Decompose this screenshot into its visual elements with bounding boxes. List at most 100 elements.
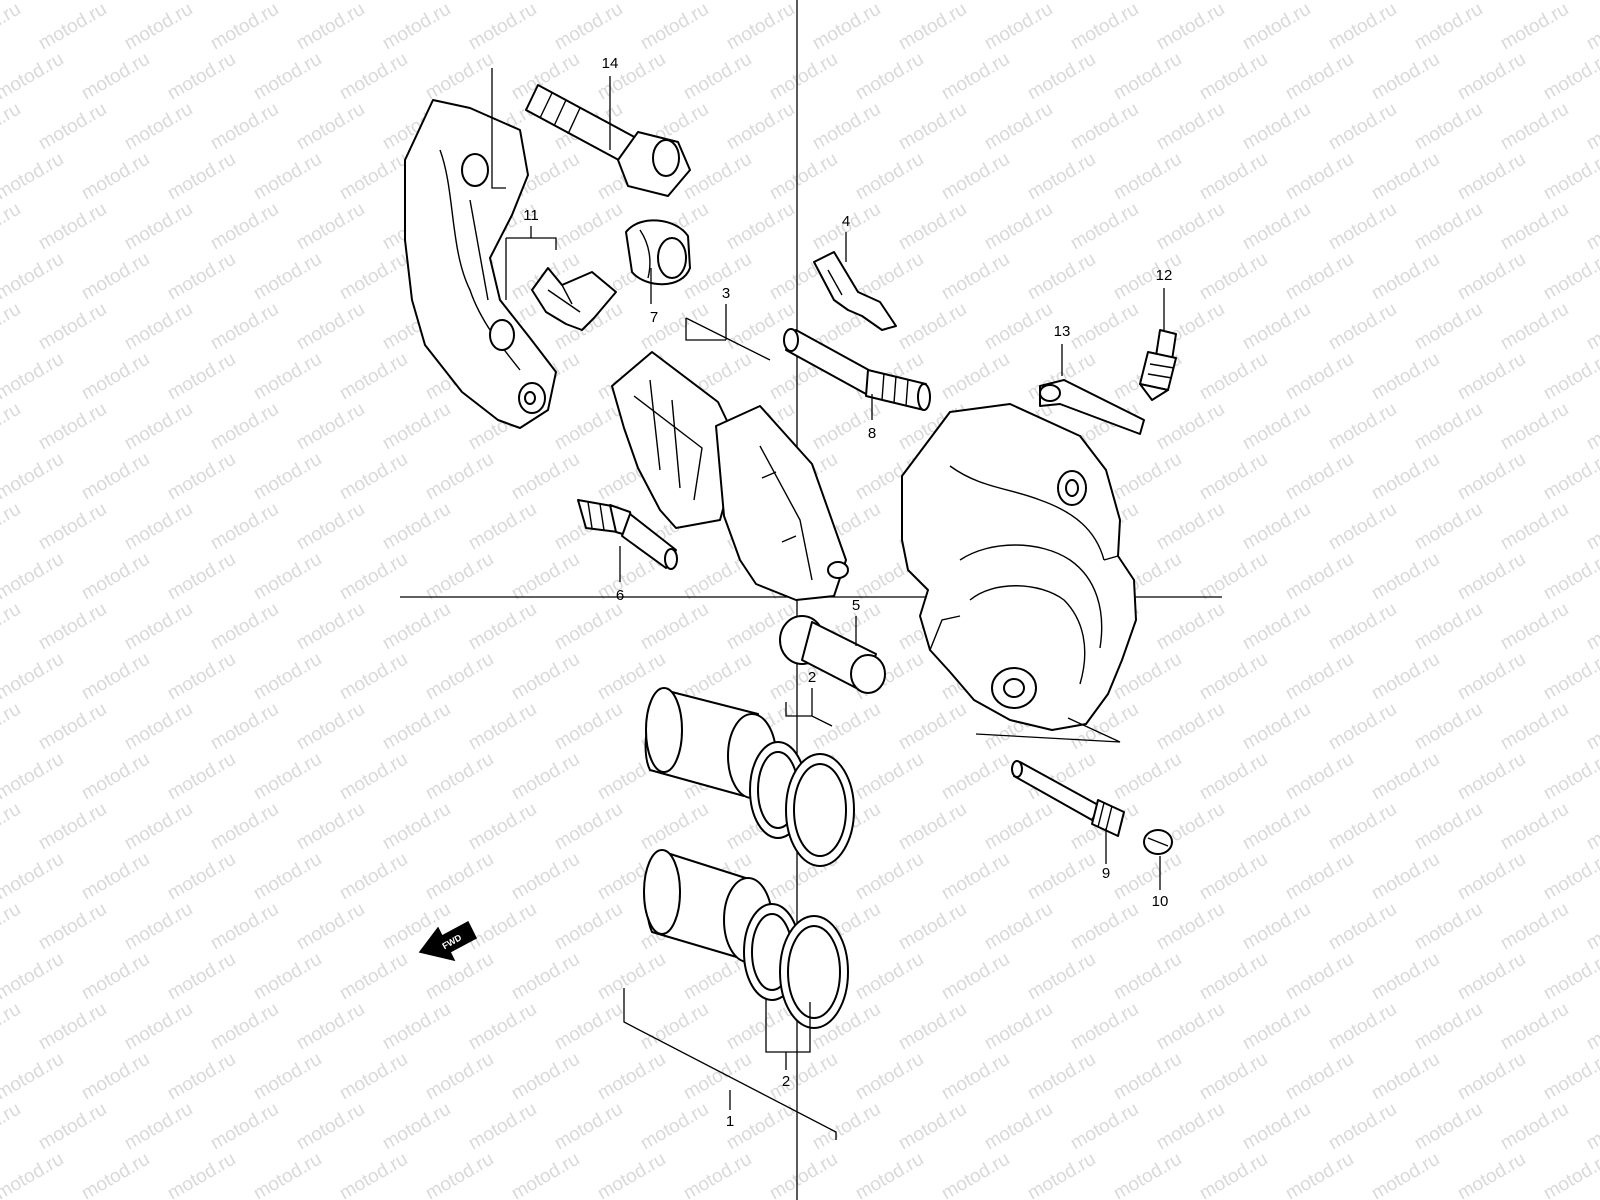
watermark-text: motod.ru	[1282, 249, 1357, 305]
watermark-text: motod.ru	[1024, 49, 1099, 105]
pin-plug	[1143, 829, 1173, 855]
watermark-text: motod.ru	[1024, 1149, 1099, 1200]
watermark-text: motod.ru	[0, 199, 24, 255]
watermark-text: motod.ru	[1282, 149, 1357, 205]
watermark-text: motod.ru	[164, 449, 239, 505]
watermark-text: motod.ru	[1325, 99, 1400, 155]
watermark-text: motod.ru	[1540, 749, 1600, 805]
watermark-text: motod.ru	[1454, 949, 1529, 1005]
watermark-text: motod.ru	[1325, 399, 1400, 455]
watermark-text: motod.ru	[1110, 249, 1185, 305]
watermark-text: motod.ru	[0, 849, 67, 905]
slide-pin-upper	[783, 328, 931, 411]
watermark-text: motod.ru	[1110, 449, 1185, 505]
watermark-text: motod.ru	[637, 799, 712, 855]
watermark-text: motod.ru	[1110, 949, 1185, 1005]
watermark-text: motod.ru	[852, 849, 927, 905]
watermark-text: motod.ru	[164, 249, 239, 305]
watermark-text: motod.ru	[293, 599, 368, 655]
watermark-text: motod.ru	[551, 1099, 626, 1155]
watermark-text: motod.ru	[78, 749, 153, 805]
watermark-text: motod.ru	[121, 799, 196, 855]
watermark-text: motod.ru	[1282, 1049, 1357, 1105]
watermark-text: motod.ru	[551, 799, 626, 855]
watermark-text: motod.ru	[1153, 0, 1228, 54]
watermark-text: motod.ru	[250, 749, 325, 805]
watermark-text: motod.ru	[422, 749, 497, 805]
watermark-text: motod.ru	[1454, 249, 1529, 305]
watermark-text: motod.ru	[1497, 799, 1572, 855]
watermark-text: motod.ru	[1583, 499, 1600, 555]
watermark-text: motod.ru	[121, 999, 196, 1055]
watermark-text: motod.ru	[422, 649, 497, 705]
watermark-text: motod.ru	[379, 499, 454, 555]
watermark-text: motod.ru	[422, 949, 497, 1005]
watermark-text: motod.ru	[1239, 0, 1314, 54]
watermark-text: motod.ru	[0, 899, 24, 955]
watermark-text: motod.ru	[551, 999, 626, 1055]
watermark-text: motod.ru	[1583, 999, 1600, 1055]
watermark-text: motod.ru	[551, 899, 626, 955]
watermark-text: motod.ru	[207, 999, 282, 1055]
watermark-text: motod.ru	[895, 299, 970, 355]
watermark-text: motod.ru	[1497, 599, 1572, 655]
watermark-text: motod.ru	[1239, 199, 1314, 255]
callout-13: 13	[1054, 323, 1071, 340]
watermark-text: motod.ru	[1067, 999, 1142, 1055]
watermark-text: motod.ru	[1540, 149, 1600, 205]
watermark-text: motod.ru	[508, 949, 583, 1005]
watermark-text: motod.ru	[895, 999, 970, 1055]
watermark-text: motod.ru	[1196, 449, 1271, 505]
watermark-text: motod.ru	[35, 199, 110, 255]
watermark-text: motod.ru	[637, 0, 712, 54]
watermark-text: motod.ru	[250, 149, 325, 205]
watermark-text: motod.ru	[1196, 1049, 1271, 1105]
watermark-text: motod.ru	[1411, 299, 1486, 355]
watermark-text: motod.ru	[1454, 449, 1529, 505]
watermark-text: motod.ru	[1282, 649, 1357, 705]
watermark-text: motod.ru	[293, 399, 368, 455]
watermark-text: motod.ru	[1239, 299, 1314, 355]
watermark-text: motod.ru	[35, 1099, 110, 1155]
watermark-text: motod.ru	[121, 1099, 196, 1155]
watermark-text: motod.ru	[895, 0, 970, 54]
watermark-text: motod.ru	[121, 399, 196, 455]
watermark-text: motod.ru	[1368, 1149, 1443, 1200]
watermark-text: motod.ru	[250, 949, 325, 1005]
watermark-text: motod.ru	[1454, 649, 1529, 705]
watermark-text: motod.ru	[121, 699, 196, 755]
watermark-text: motod.ru	[1024, 1049, 1099, 1105]
watermark-text: motod.ru	[680, 149, 755, 205]
watermark-text: motod.ru	[250, 1049, 325, 1105]
watermark-text: motod.ru	[121, 0, 196, 54]
watermark-text: motod.ru	[0, 549, 67, 605]
watermark-text: motod.ru	[35, 899, 110, 955]
callout-11: 11	[523, 207, 539, 224]
callouts: 14 11 7 3 4 8 12 13 6 5 2 9 10 2 1	[523, 55, 1172, 1130]
watermark-text: motod.ru	[1454, 749, 1529, 805]
watermark-text: motod.ru	[336, 949, 411, 1005]
watermark-text: motod.ru	[1196, 149, 1271, 205]
brake-pad-set	[611, 351, 849, 601]
watermark-text: motod.ru	[508, 1149, 583, 1200]
watermark-text: motod.ru	[1325, 0, 1400, 54]
watermark-text: motod.ru	[422, 849, 497, 905]
watermark-text: motod.ru	[1325, 299, 1400, 355]
watermark-text: motod.ru	[1325, 599, 1400, 655]
watermark-text: motod.ru	[895, 99, 970, 155]
watermark-text: motod.ru	[78, 1049, 153, 1105]
watermark-text: motod.ru	[250, 649, 325, 705]
watermark-text: motod.ru	[1325, 1099, 1400, 1155]
watermark-text: motod.ru	[379, 799, 454, 855]
watermark-text: motod.ru	[1282, 49, 1357, 105]
watermark-text: motod.ru	[1497, 1099, 1572, 1155]
watermark-text: motod.ru	[1239, 599, 1314, 655]
watermark-text: motod.ru	[938, 349, 1013, 405]
watermark-text: motod.ru	[78, 949, 153, 1005]
watermark-text: motod.ru	[1282, 449, 1357, 505]
watermark-text: motod.ru	[895, 699, 970, 755]
watermark-text: motod.ru	[594, 1049, 669, 1105]
watermark-text: motod.ru	[1196, 1149, 1271, 1200]
watermark-text: motod.ru	[1411, 0, 1486, 54]
caliper-bracket	[404, 99, 557, 429]
